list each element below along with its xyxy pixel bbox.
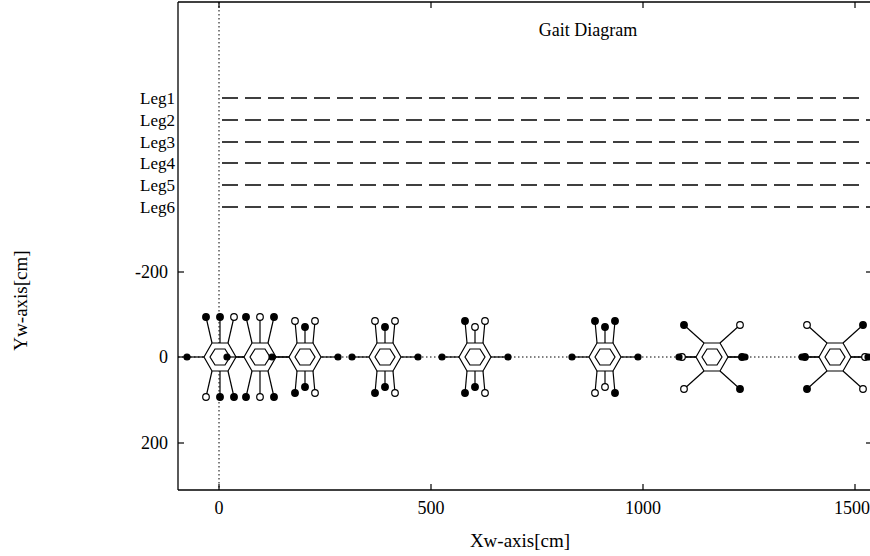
plot-frame [178,2,870,490]
robot-icon [569,318,641,397]
leg-label: Leg5 [140,177,175,194]
gait-bars [222,98,870,207]
x-tick-label: 1500 [834,499,870,517]
leg-label: Leg3 [140,134,175,151]
y-tick-label: -200 [135,263,168,281]
x-tick-label: 1000 [625,499,661,517]
zero-lines [178,2,870,490]
y-tick-label: 0 [159,348,168,366]
leg-label: Leg6 [140,199,175,216]
chart-title: Gait Diagram [539,21,637,39]
x-axis-title: Xw-axis[cm] [470,531,570,550]
robot-icons [184,314,870,401]
axis-ticks [178,2,870,490]
leg-label: Leg4 [140,155,175,172]
robot-icon [269,318,341,397]
robot-icon [439,318,511,397]
robot-icon [224,314,296,401]
x-tick-label: 500 [418,499,445,517]
leg-label: Leg2 [140,112,175,129]
y-axis-title: Yw-axis[cm] [11,250,30,350]
robot-icon [676,322,748,393]
leg-label: Leg1 [140,90,175,107]
y-tick-label: 200 [141,434,168,452]
robot-icon [799,322,870,393]
x-tick-label: 0 [215,499,224,517]
robot-icon [349,318,421,397]
